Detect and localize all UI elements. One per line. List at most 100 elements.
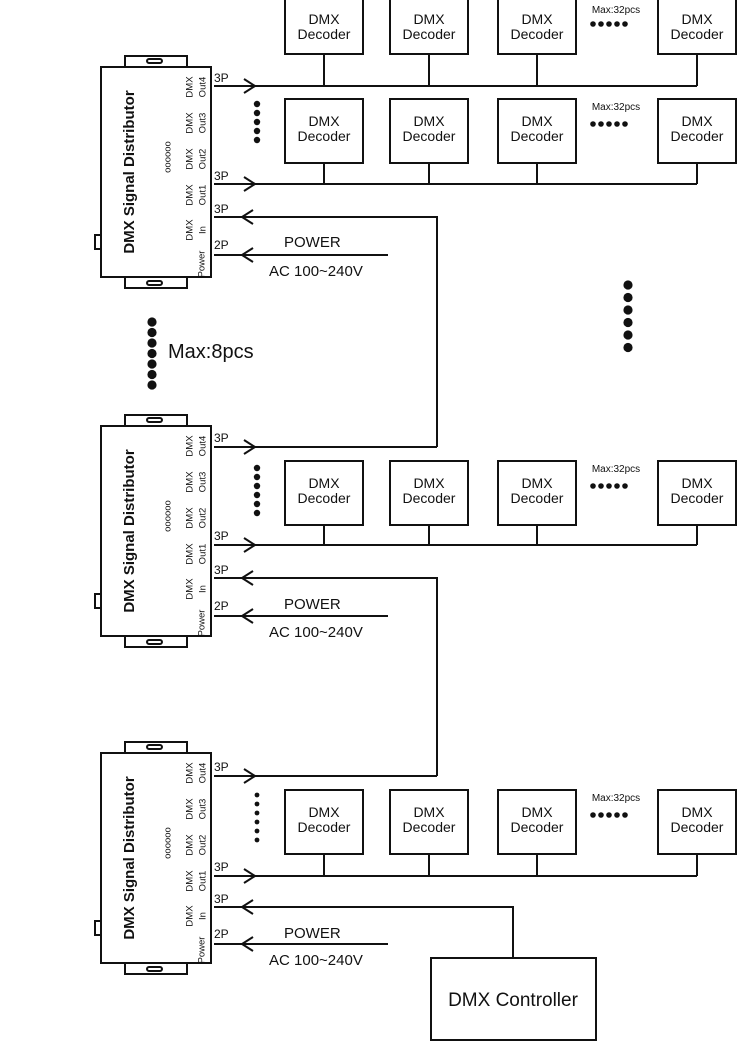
dot [254,828,260,834]
ellipsis-dots [590,812,628,818]
port-label: Out2 [198,149,209,170]
decoder-box [497,460,577,526]
decoder-row-3: DMXDecoderDMXDecoderDMXDecoderDMXDecoder… [284,460,737,545]
dot [253,127,261,135]
mount-hole [146,280,163,286]
mount-hole [146,966,163,972]
voltage-label: AC 100~240V [269,624,363,641]
dot [254,837,260,843]
decoder-label: DMX [521,113,553,129]
distributor-body [100,66,212,278]
max-decoders-label: Max:32pcs [592,464,640,475]
mount-flange-bottom [124,963,188,975]
dot [623,305,633,315]
decoder-box [497,0,577,55]
mount-hole [146,639,163,645]
connector-label-out1: 3P [214,529,229,543]
mount-flange-bottom [124,636,188,648]
dot [147,317,157,327]
decoder-label: Decoder [511,128,564,144]
port-label: DMX [185,435,196,457]
dot [590,812,596,818]
decoder-label: DMX [413,475,445,491]
decoder-label: DMX [521,11,553,27]
out4-arrow [243,78,257,94]
port-label: In [198,226,209,234]
dot [253,482,261,490]
dot [590,21,596,27]
out4-arrow [243,768,257,784]
dot [606,483,612,489]
distributor-body [100,425,212,637]
port-label: DMX [185,905,196,927]
connector-label-power: 2P [214,238,229,252]
port-label: DMX [185,507,196,529]
decoder-label: Decoder [298,490,351,506]
decoder-label: DMX [308,804,340,820]
decoder-label: DMX [308,11,340,27]
mount-flange-top [124,741,188,753]
mount-hole [146,744,163,750]
decoder-label: DMX [681,804,713,820]
dot [623,292,633,303]
power-arrow [240,608,254,624]
decoder-label: Decoder [671,128,724,144]
decoder-label: Decoder [511,490,564,506]
port-label: DMX [185,471,196,493]
led-indicators: oooooo [163,827,174,859]
side-connector [94,593,102,609]
vertical-ellipsis [254,792,260,843]
port-label: DMX [185,219,196,241]
in-arrow [240,209,254,225]
dot [598,812,604,818]
voltage-label: AC 100~240V [269,952,363,969]
max-decoders-label: Max:32pcs [592,5,640,16]
dot [253,109,261,117]
dot [147,380,157,390]
decoder-label: Decoder [403,128,456,144]
decoder-label: Decoder [671,26,724,42]
dot [614,483,620,489]
decoder-box [657,460,737,526]
ellipsis-dots [590,121,628,127]
power-label: POWER [284,925,341,942]
connector-label-in: 3P [214,892,229,906]
led-indicators: oooooo [163,500,174,532]
dot [606,121,612,127]
out1-arrow [243,176,257,192]
led-indicators: oooooo [163,141,174,173]
decoder-label: Decoder [298,128,351,144]
decoder-box [389,789,469,855]
vertical-ellipsis [253,100,261,144]
decoder-box [657,98,737,164]
decoder-label: DMX [521,804,553,820]
decoder-box [497,789,577,855]
connector-label-out4: 3P [214,431,229,445]
port-label: DMX [185,76,196,98]
power-label: POWER [284,596,341,613]
decoder-label: Decoder [671,819,724,835]
dot [623,330,633,340]
decoder-row-4: DMXDecoderDMXDecoderDMXDecoderDMXDecoder… [284,789,737,876]
port-label: In [198,585,209,593]
mount-flange-top [124,414,188,426]
decoder-label: Decoder [403,490,456,506]
in-arrow [240,899,254,915]
port-label: DMX [185,184,196,206]
in-arrow [240,570,254,586]
decoder-box [389,0,469,55]
dot [253,464,261,472]
decoder-box [284,460,364,526]
port-label: Out3 [198,113,209,134]
decoder-label: DMX [413,804,445,820]
